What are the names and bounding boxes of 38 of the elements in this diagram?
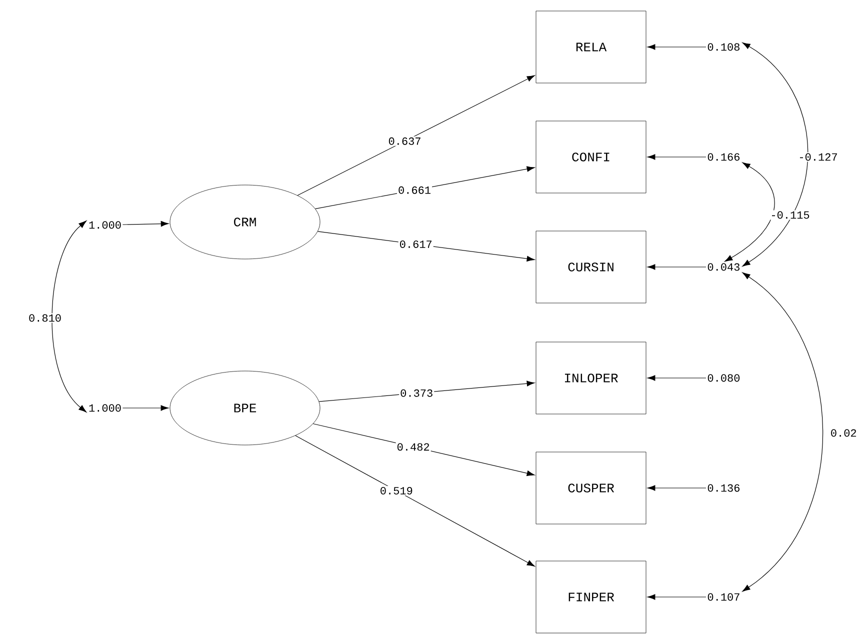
edge-label: 0.373 xyxy=(399,388,434,398)
arrow xyxy=(647,264,706,270)
variance-value: 1.000 xyxy=(89,404,121,412)
edge-label: -0.127 xyxy=(797,152,839,162)
covariance-arrow xyxy=(52,220,87,412)
edge-label: 0.617 xyxy=(398,240,434,249)
error-variance: 0.136 xyxy=(708,484,740,492)
arrow xyxy=(647,154,706,160)
error-variance: 0.166 xyxy=(708,153,740,161)
indicator-box: FINPER xyxy=(536,560,646,634)
variance-value: 1.000 xyxy=(89,221,121,229)
arrow xyxy=(122,220,169,227)
arrow xyxy=(295,435,535,567)
error-variance: 0.043 xyxy=(708,263,740,271)
edge-label: 0.02 xyxy=(829,428,858,438)
covariance-arrow xyxy=(742,42,808,267)
arrow xyxy=(647,375,706,381)
error-variance: 0.080 xyxy=(708,374,740,382)
indicator-box: INLOPER xyxy=(536,342,646,414)
indicator-box: CURSIN xyxy=(536,230,646,304)
arrow xyxy=(647,44,706,50)
arrow xyxy=(647,485,706,491)
error-variance: 0.107 xyxy=(708,593,740,601)
indicator-box: CUSPER xyxy=(536,452,646,524)
edge-label: 0.519 xyxy=(378,486,414,496)
arrow xyxy=(122,405,169,411)
edge-label: -0.115 xyxy=(769,210,811,220)
indicator-box: CONFI xyxy=(536,120,646,194)
edge-label: 0.637 xyxy=(387,136,422,146)
error-variance: 0.108 xyxy=(708,43,740,51)
edge-label: 0.810 xyxy=(28,313,62,323)
arrow xyxy=(297,75,535,196)
edge-label: 0.482 xyxy=(396,442,431,452)
covariance-arrow xyxy=(742,272,824,592)
indicator-box: RELA xyxy=(536,10,646,84)
edge-label: 0.661 xyxy=(397,185,432,195)
arrow xyxy=(647,594,706,600)
covariance-arrow xyxy=(724,162,775,262)
